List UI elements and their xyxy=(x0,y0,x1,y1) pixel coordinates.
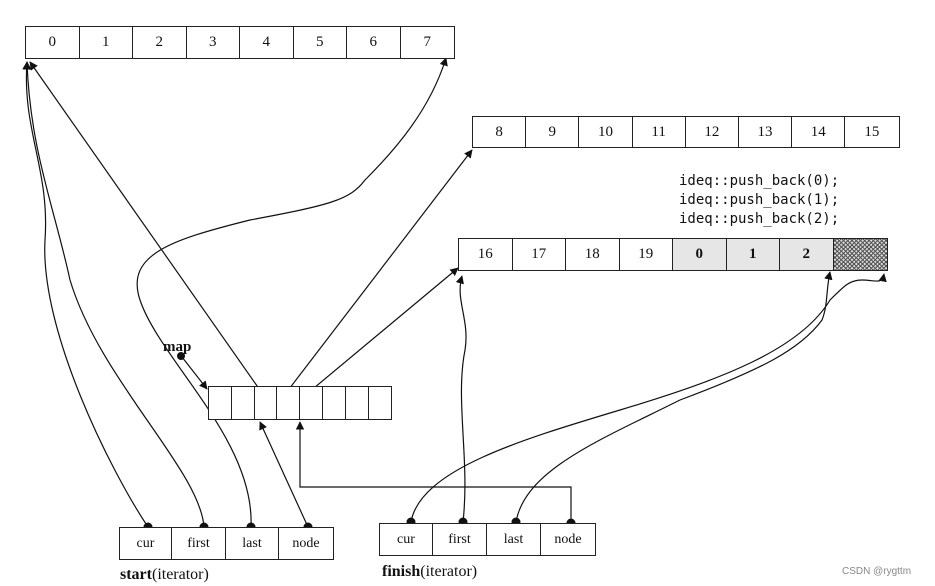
finish-cur-arrow xyxy=(410,273,887,523)
map-slot-5 xyxy=(323,387,346,419)
finish-field-last: last xyxy=(487,524,541,555)
buffer-2-cell-7 xyxy=(833,239,887,270)
map-label-dot xyxy=(177,352,185,360)
buffer-2-cell-5: 1 xyxy=(726,239,780,270)
buffer-2-cell-1: 17 xyxy=(513,239,566,270)
map-slot-2 xyxy=(255,387,278,419)
finish-iterator-label: finish(iterator) xyxy=(382,563,477,581)
buffer-1-cell-5: 13 xyxy=(739,117,793,147)
finish-first-arrow xyxy=(455,275,467,523)
start-last-arrow xyxy=(136,57,448,528)
buffer-1-cell-0: 8 xyxy=(473,117,527,147)
buffer-2-cell-6: 2 xyxy=(780,239,834,270)
start-field-first: first xyxy=(172,528,226,559)
buffer-0-cell-3: 3 xyxy=(187,27,240,58)
finish-field-node: node xyxy=(554,531,582,547)
buffer-2-cell-3: 19 xyxy=(620,239,673,270)
code-line-2: ideq::push_back(2); xyxy=(679,211,840,227)
start-field-cur: cur xyxy=(120,528,172,559)
buffer-0-cell-1: 1 xyxy=(80,27,133,58)
finish-field-cur: cur xyxy=(380,524,433,555)
buffer-0-cell-0: 0 xyxy=(26,27,80,58)
map-slot-0 xyxy=(209,387,232,419)
start-node-arrow xyxy=(259,421,309,528)
finish-suffix: (iterator) xyxy=(420,563,478,580)
start-cur-arrow xyxy=(22,61,149,528)
buffer-2-cell-2: 18 xyxy=(566,239,620,270)
buffer-1-cell-7: 15 xyxy=(864,123,880,140)
map-array xyxy=(208,386,393,420)
map-label-arrow xyxy=(181,356,208,390)
start-field-node: node xyxy=(292,535,320,551)
buffer-2-cell-4: 0 xyxy=(673,239,727,270)
map-slot-5-arrow xyxy=(307,267,459,394)
buffer-0-cell-6: 6 xyxy=(347,27,401,58)
finish-last-arrow xyxy=(515,271,833,523)
finish-name: finish xyxy=(382,563,421,580)
finish-node-arrow xyxy=(295,421,572,523)
buffer-1-cell-1: 9 xyxy=(526,117,580,147)
start-suffix: (iterator) xyxy=(151,566,209,583)
buffer-1-cell-6: 14 xyxy=(792,117,846,147)
map-slot-3-arrow xyxy=(29,61,263,394)
buffer-1-cell-3: 11 xyxy=(633,117,686,147)
buffer-1-cell-2: 10 xyxy=(579,117,633,147)
buffer-2-cell-0: 16 xyxy=(459,239,513,270)
start-field-last: last xyxy=(226,528,279,559)
map-slot-4 xyxy=(300,387,323,419)
start-first-arrow xyxy=(23,61,205,528)
buffer-0-cell-5: 5 xyxy=(294,27,347,58)
buffer-1-cell-4: 12 xyxy=(686,117,739,147)
finish-field-first: first xyxy=(433,524,487,555)
map-slot-1 xyxy=(232,387,255,419)
buffer-0-cell-7: 7 xyxy=(423,34,432,50)
watermark: CSDN @rygttm xyxy=(842,566,912,577)
start-name: start xyxy=(120,566,152,583)
buffer-0-cell-4: 4 xyxy=(240,27,294,58)
code-line-0: ideq::push_back(0); xyxy=(679,173,840,189)
code-line-1: ideq::push_back(1); xyxy=(679,192,840,208)
map-label: map xyxy=(163,339,192,355)
map-slot-6 xyxy=(346,387,369,419)
map-slot-3 xyxy=(277,387,301,419)
start-iterator-label: start(iterator) xyxy=(120,566,209,584)
map-slot-4-arrow xyxy=(285,149,473,394)
buffer-0-cell-2: 2 xyxy=(133,27,187,58)
